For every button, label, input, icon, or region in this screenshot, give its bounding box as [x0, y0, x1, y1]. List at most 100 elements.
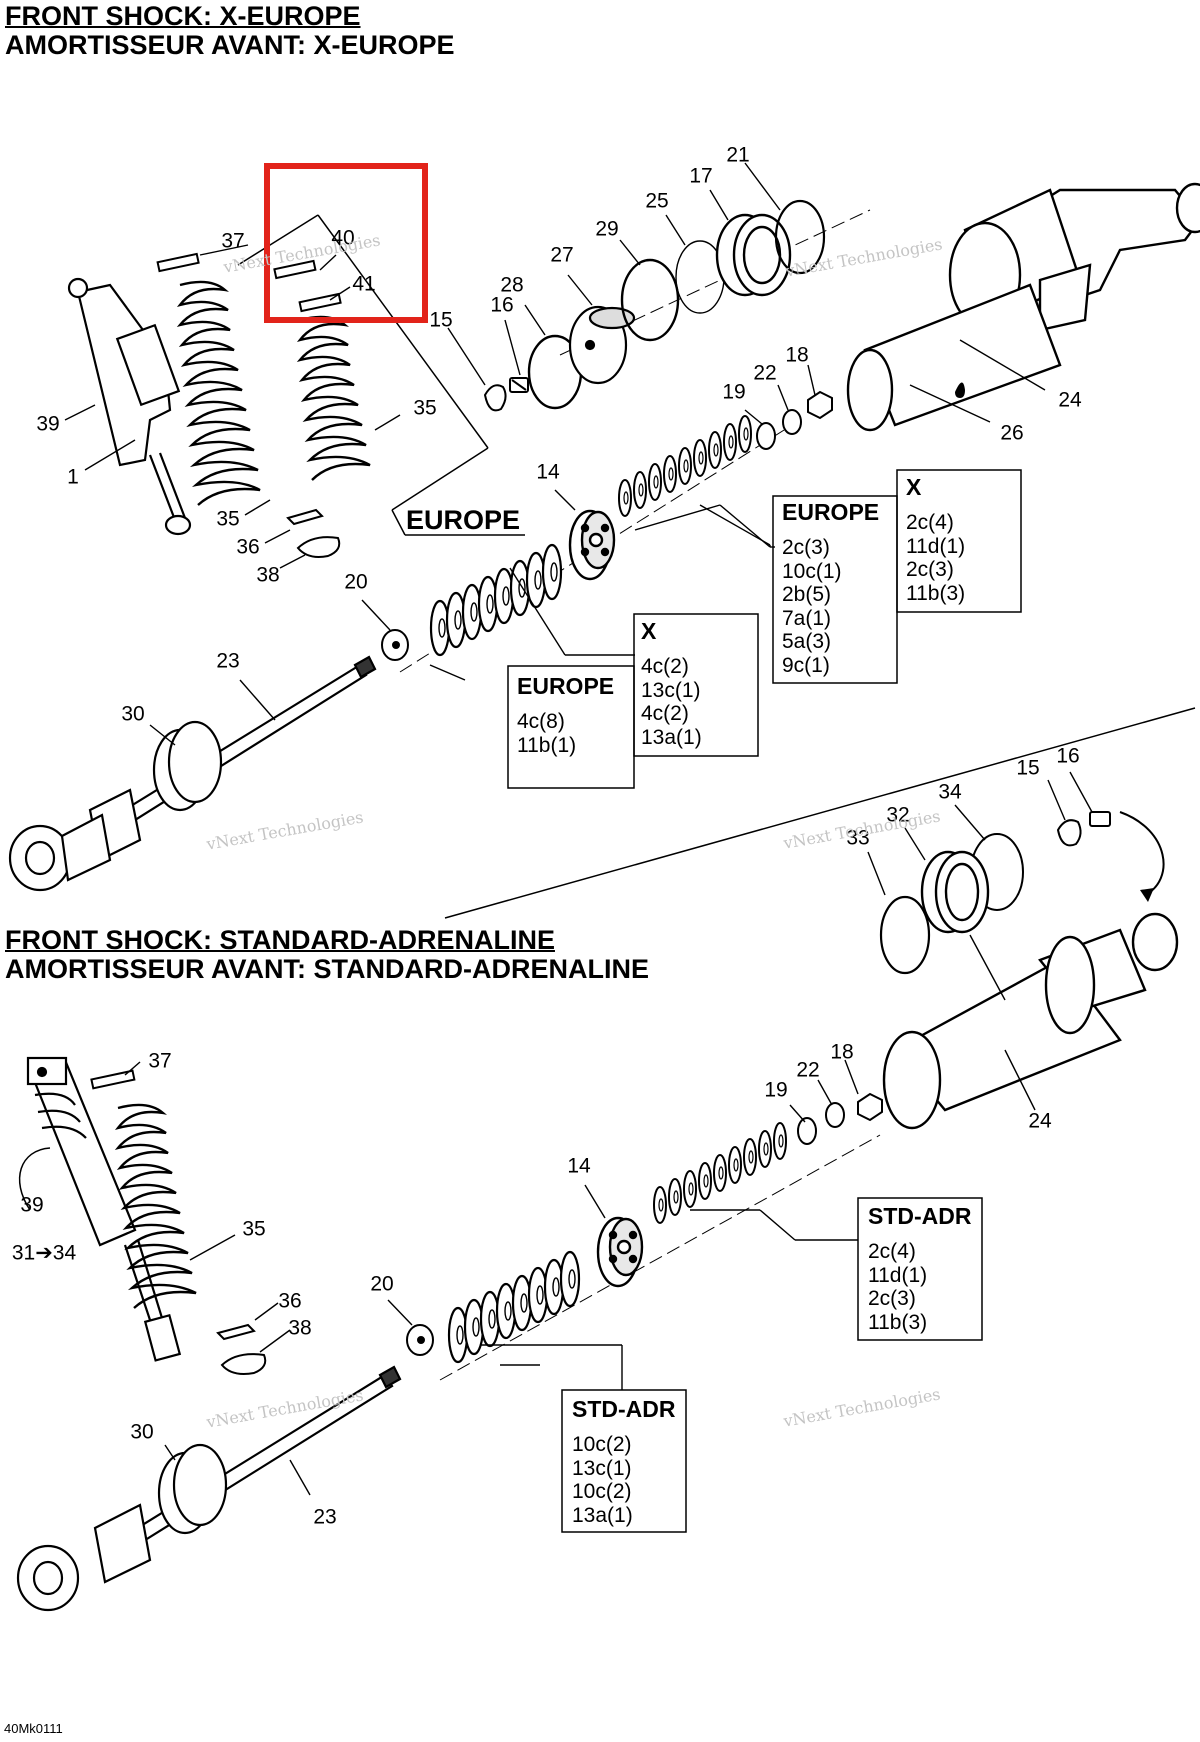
callout-number: 16	[490, 293, 514, 317]
europe-bracket-label: EUROPE	[406, 505, 521, 535]
callout-number: 19	[764, 1078, 788, 1102]
callout-number: 38	[288, 1316, 312, 1340]
box-item: 11d(1)	[868, 1263, 928, 1287]
shaft-bottom	[16, 1365, 402, 1612]
title-bottom-fr: AMORTISSEUR AVANT: STANDARD-ADRENALINE	[5, 954, 649, 984]
box-item: 4c(2)	[641, 702, 689, 725]
box-europe-small-title: EUROPE	[517, 673, 615, 699]
callout-number: 20	[344, 570, 368, 594]
callout-number: 22	[753, 361, 777, 385]
valve-stack-top-right	[618, 415, 752, 517]
callout-number: 36	[278, 1289, 302, 1313]
box-item: 2c(3)	[782, 536, 830, 559]
box-x-small-title: X	[641, 618, 657, 644]
callout-number: 24	[1028, 1109, 1052, 1133]
box-item: 2c(3)	[868, 1287, 916, 1310]
box-item: 13a(1)	[572, 1503, 633, 1527]
callout-number: 30	[130, 1420, 154, 1444]
spring-top-left	[176, 280, 261, 506]
callout-number: 29	[595, 217, 619, 241]
box-item: 5a(3)	[782, 630, 832, 653]
box-item: 2c(4)	[906, 511, 954, 534]
callout-number: 25	[645, 189, 669, 213]
callout-number: 31➔34	[11, 1241, 77, 1265]
callout-number: 23	[313, 1505, 337, 1529]
box-europe-small-items: 4c(8) 11b(1)	[517, 710, 576, 757]
callout-number: 23	[216, 649, 240, 673]
box-item: 10c(1)	[782, 559, 842, 583]
callout-number: 15	[429, 308, 453, 332]
callout-number: 28	[500, 273, 524, 297]
callout-number: 39	[20, 1193, 44, 1217]
callout-number: 39	[36, 412, 60, 436]
callout-number: 26	[1000, 421, 1024, 445]
shock-body-bottom	[882, 912, 1179, 1130]
highlight-frame	[264, 163, 428, 323]
callout-number: 27	[550, 243, 574, 267]
box-x-small-items: 4c(2) 13c(1) 4c(2) 13a(1)	[641, 655, 702, 749]
callout-number: 41	[352, 272, 376, 296]
title-bottom-en: FRONT SHOCK: STANDARD-ADRENALINE	[5, 925, 555, 955]
box-europe-large-items: 2c(3) 10c(1) 2b(5) 7a(1) 5a(3) 9c(1)	[782, 536, 842, 677]
box-item: 11b(1)	[517, 733, 577, 757]
callout-number: 1	[67, 465, 79, 489]
callout-number: 16	[1056, 744, 1080, 768]
callout-number: 32	[886, 803, 910, 827]
reservoir-shock-top	[67, 277, 192, 536]
spring-bottom	[114, 1103, 197, 1309]
title-top-en: FRONT SHOCK: X-EUROPE	[5, 1, 361, 31]
callout-number: 20	[370, 1272, 394, 1296]
callout-number: 37	[221, 229, 245, 253]
box-item: 11d(1)	[906, 534, 966, 558]
callout-number: 33	[846, 826, 870, 850]
box-item: 13a(1)	[641, 725, 702, 749]
box-item: 13c(1)	[572, 1456, 632, 1480]
callout-number: 35	[242, 1217, 266, 1241]
box-item: 7a(1)	[782, 606, 832, 630]
callout-number: 30	[121, 702, 145, 726]
box-x-large-items: 2c(4) 11d(1) 2c(3) 11b(3)	[906, 511, 965, 605]
box-item: 10c(2)	[572, 1433, 632, 1456]
spring-top-right	[296, 315, 371, 481]
callout-number: 37	[148, 1049, 172, 1073]
callout-number: 19	[722, 380, 746, 404]
callout-number: 24	[1058, 388, 1082, 412]
valve-stack-top-left	[429, 543, 563, 657]
callout-number: 36	[236, 535, 260, 559]
box-item: 2c(4)	[868, 1240, 916, 1263]
shaft-top	[8, 655, 377, 892]
callout-number: 15	[1016, 756, 1040, 780]
callout-number: 18	[830, 1040, 854, 1064]
callout-number: 34	[938, 780, 962, 804]
callout-number: 35	[216, 507, 240, 531]
callout-number: 35	[413, 396, 437, 420]
box-std-upper-title: STD-ADR	[868, 1203, 972, 1229]
box-item: 4c(2)	[641, 655, 689, 678]
callout-number: 38	[256, 563, 280, 587]
reservoir-shock-bottom	[26, 1056, 182, 1362]
box-item: 9c(1)	[782, 653, 830, 677]
box-europe-large-title: EUROPE	[782, 499, 880, 525]
box-item: 11b(3)	[868, 1310, 928, 1334]
callout-number: 22	[796, 1058, 820, 1082]
callout-number: 40	[331, 226, 355, 250]
box-item: 13c(1)	[641, 678, 701, 702]
title-block-bottom: FRONT SHOCK: STANDARD-ADRENALINE AMORTIS…	[5, 926, 649, 984]
figure-code: 40Mk0111	[4, 1721, 63, 1736]
title-top-fr: AMORTISSEUR AVANT: X-EUROPE	[5, 30, 455, 60]
callout-number: 17	[689, 164, 713, 188]
valve-stack-bottom-right	[653, 1122, 787, 1224]
box-item: 10c(2)	[572, 1480, 632, 1503]
box-item: 2c(3)	[906, 558, 954, 581]
callout-number: 21	[726, 143, 750, 167]
section-divider	[444, 707, 1196, 919]
box-x-large-title: X	[906, 474, 922, 500]
box-item: 4c(8)	[517, 710, 565, 733]
box-std-lower-items: 10c(2) 13c(1) 10c(2) 13a(1)	[572, 1433, 633, 1527]
box-item: 11b(3)	[906, 581, 966, 605]
box-std-lower-title: STD-ADR	[572, 1396, 676, 1422]
callout-number: 14	[536, 460, 560, 484]
callout-number: 18	[785, 343, 809, 367]
box-item: 2b(5)	[782, 583, 832, 606]
